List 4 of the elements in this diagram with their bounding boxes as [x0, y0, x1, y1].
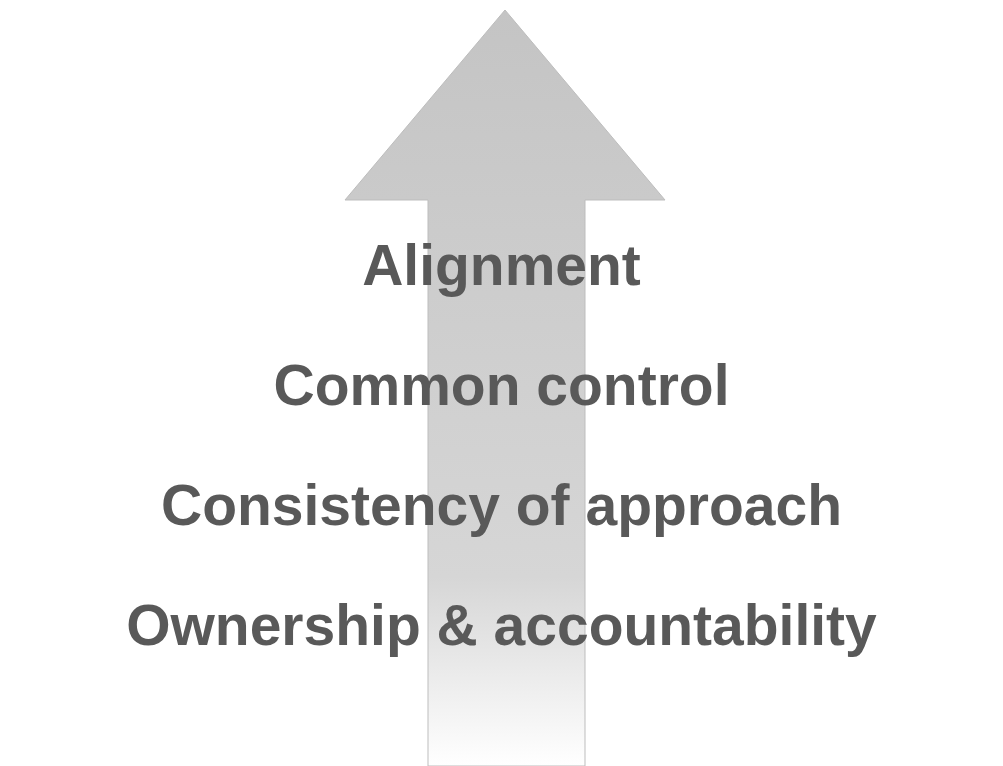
- label-text: Ownership & accountability: [126, 593, 877, 657]
- label-text: Common control: [273, 353, 730, 417]
- label-text: Alignment: [362, 233, 641, 297]
- label-text: Consistency of approach: [161, 473, 842, 537]
